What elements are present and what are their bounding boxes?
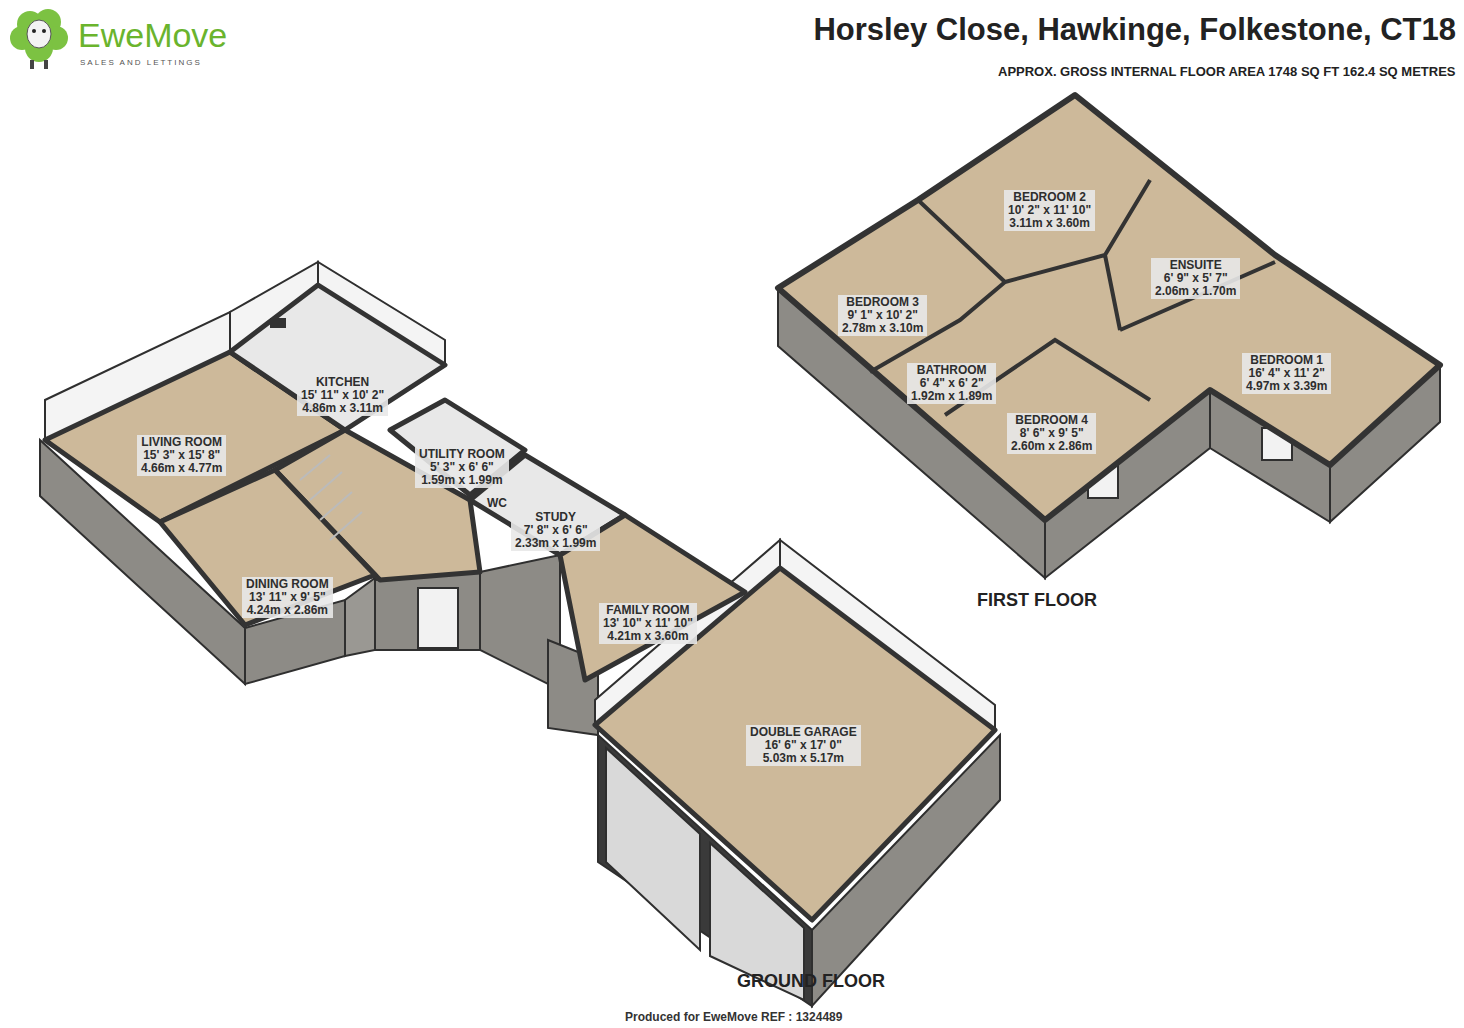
room-dimension: 1.92m x 1.89m <box>911 390 992 403</box>
room-dimension: 1.59m x 1.99m <box>419 474 505 487</box>
room-dimension: 9' 1" x 10' 2" <box>842 309 923 322</box>
room-dimension: 7' 8" x 6' 6" <box>515 524 596 537</box>
floor-heading: GROUND FLOOR <box>737 971 885 992</box>
room-dimension: 8' 6" x 9' 5" <box>1011 427 1092 440</box>
first-floor-walls <box>778 95 1440 578</box>
room-name: UTILITY ROOM <box>419 448 505 461</box>
leg <box>30 60 34 69</box>
dining-room-floor <box>160 470 375 625</box>
hob <box>270 318 286 328</box>
logo-sheep <box>10 9 68 69</box>
floor-heading: FIRST FLOOR <box>977 590 1097 611</box>
room-dimension: 3.11m x 3.60m <box>1008 217 1091 230</box>
room-label: UTILITY ROOM5' 3" x 6' 6"1.59m x 1.99m <box>415 447 509 488</box>
interior-walls <box>870 180 1275 415</box>
room-name: BEDROOM 1 <box>1246 354 1327 367</box>
utility-floor <box>390 400 525 495</box>
room-dimension: 4.97m x 3.39m <box>1246 380 1327 393</box>
room-dimension: 4.21m x 3.60m <box>603 630 693 643</box>
kitchen-floor <box>230 285 445 430</box>
brick-wall <box>375 572 480 650</box>
logo-text: EweMove <box>78 16 227 55</box>
ground-floor-walls <box>40 440 1000 1006</box>
room-name: DINING ROOM <box>246 578 329 591</box>
room-dimension: 15' 3" x 15' 8" <box>141 449 222 462</box>
room-name: KITCHEN <box>301 376 384 389</box>
garage-floor <box>595 568 995 920</box>
room-name: LIVING ROOM <box>141 436 222 449</box>
room-label: BEDROOM 116' 4" x 11' 2"4.97m x 3.39m <box>1242 353 1331 394</box>
room-name: BATHROOM <box>911 364 992 377</box>
room-label: BATHROOM6' 4" x 6' 2"1.92m x 1.89m <box>907 363 996 404</box>
credit-note: Produced for EweMove REF : 1324489 <box>625 1010 842 1024</box>
room-dimension: 16' 4" x 11' 2" <box>1246 367 1327 380</box>
room-dimension: 15' 11" x 10' 2" <box>301 389 384 402</box>
room-dimension: 4.66m x 4.77m <box>141 462 222 475</box>
eye <box>42 29 46 33</box>
room-label: LIVING ROOM15' 3" x 15' 8"4.66m x 4.77m <box>137 435 226 476</box>
floor-area-note: APPROX. GROSS INTERNAL FLOOR AREA 1748 S… <box>998 64 1456 79</box>
room-label: FAMILY ROOM13' 10" x 11' 10"4.21m x 3.60… <box>599 603 697 644</box>
room-label: KITCHEN15' 11" x 10' 2"4.86m x 3.11m <box>297 375 388 416</box>
room-name: BEDROOM 4 <box>1011 414 1092 427</box>
room-dimension: 2.33m x 1.99m <box>515 537 596 550</box>
room-name: BEDROOM 3 <box>842 296 923 309</box>
room-label: BEDROOM 39' 1" x 10' 2"2.78m x 3.10m <box>838 295 927 336</box>
room-dimension: 2.60m x 2.86m <box>1011 440 1092 453</box>
logo-tagline: SALES AND LETTINGS <box>80 58 202 67</box>
room-label: BEDROOM 48' 6" x 9' 5"2.60m x 2.86m <box>1007 413 1096 454</box>
eye <box>32 29 36 33</box>
room-dimension: 13' 11" x 9' 5" <box>246 591 329 604</box>
room-label: ENSUITE6' 9" x 5' 7"2.06m x 1.70m <box>1151 258 1240 299</box>
room-label: BEDROOM 210' 2" x 11' 10"3.11m x 3.60m <box>1004 190 1095 231</box>
room-label: STUDY7' 8" x 6' 6"2.33m x 1.99m <box>511 510 600 551</box>
stairs <box>300 455 362 540</box>
front-door <box>418 588 458 648</box>
room-dimension: 5.03m x 5.17m <box>750 752 857 765</box>
brick-wall <box>345 578 375 656</box>
room-name: ENSUITE <box>1155 259 1236 272</box>
room-dimension: 2.06m x 1.70m <box>1155 285 1236 298</box>
room-label: DINING ROOM13' 11" x 9' 5"4.24m x 2.86m <box>242 577 333 618</box>
room-dimension: 6' 4" x 6' 2" <box>911 377 992 390</box>
room-dimension: 10' 2" x 11' 10" <box>1008 204 1091 217</box>
room-dimension: 2.78m x 3.10m <box>842 322 923 335</box>
room-name: BEDROOM 2 <box>1008 191 1091 204</box>
room-dimension: 16' 6" x 17' 0" <box>750 739 857 752</box>
room-name: FAMILY ROOM <box>603 604 693 617</box>
room-dimension: 4.86m x 3.11m <box>301 402 384 415</box>
room-label: WC <box>487 496 507 510</box>
room-name: DOUBLE GARAGE <box>750 726 857 739</box>
room-label: DOUBLE GARAGE16' 6" x 17' 0"5.03m x 5.17… <box>746 725 861 766</box>
room-name: STUDY <box>515 511 596 524</box>
room-dimension: 5' 3" x 6' 6" <box>419 461 505 474</box>
first-floor-outline <box>778 95 1440 520</box>
sheep-face <box>27 20 51 48</box>
plan-title: Horsley Close, Hawkinge, Folkestone, CT1… <box>813 12 1456 48</box>
room-dimension: 13' 10" x 11' 10" <box>603 617 693 630</box>
room-dimension: 6' 9" x 5' 7" <box>1155 272 1236 285</box>
leg <box>44 60 48 69</box>
room-dimension: 4.24m x 2.86m <box>246 604 329 617</box>
